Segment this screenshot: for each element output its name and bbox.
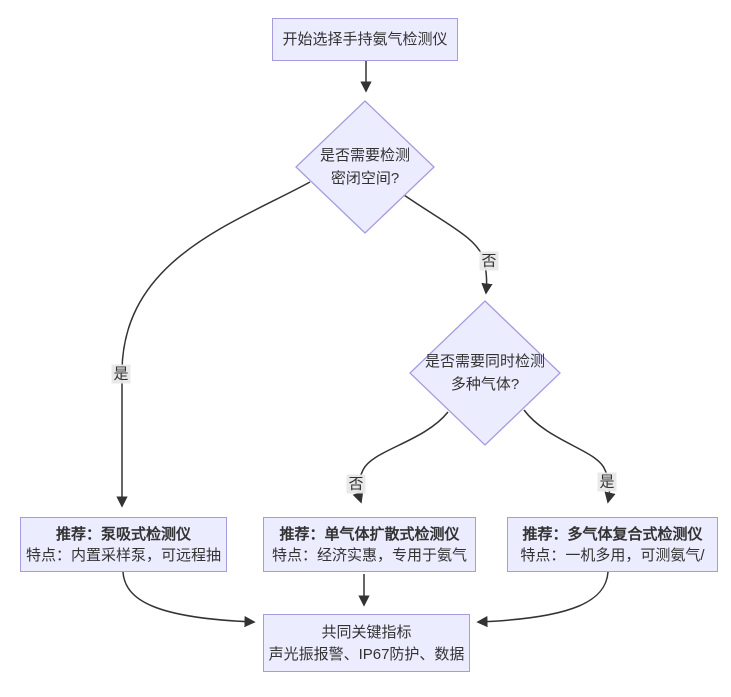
- decision-confined-shape: [295, 100, 435, 234]
- edge-multi-yes-to-composite: [523, 409, 616, 504]
- edge-composite-to-common: [476, 571, 609, 628]
- pump-detector-desc: 特点：内置采样泵，可远程抽: [25, 546, 221, 564]
- decision-confined-line2: 密闭空间?: [330, 170, 400, 187]
- decision-confined-line1: 是否需要检测: [319, 147, 410, 164]
- common-indicators-node: 共同关键指标 声光振报警、IP67防护、数据: [263, 614, 470, 672]
- edge-label-multi-yes: 是: [597, 472, 617, 492]
- single-diffusion-detector-node: 推荐：单气体扩散式检测仪 特点：经济实惠，专用于氨气: [263, 517, 476, 572]
- decision-confined-node: 是否需要检测 密闭空间?: [296, 101, 434, 233]
- pump-detector-node: 推荐：泵吸式检测仪 特点：内置采样泵，可远程抽: [20, 517, 227, 572]
- common-indicators-desc: 声光振报警、IP67防护、数据: [268, 645, 465, 663]
- edge-label-confined-yes: 是: [111, 364, 131, 384]
- single-diffusion-title: 推荐：单气体扩散式检测仪: [279, 525, 460, 543]
- edge-confined-yes-to-pump: [116, 181, 311, 508]
- edge-label-multi-no: 否: [346, 474, 366, 494]
- decision-multi-line1: 是否需要同时检测: [424, 353, 545, 370]
- common-indicators-title: 共同关键指标: [321, 623, 412, 641]
- decision-multi-shape: [409, 300, 561, 446]
- multi-composite-desc: 特点：一机多用，可测氨气/: [520, 546, 705, 564]
- start-node-label: 开始选择手持氨气检测仪: [282, 30, 448, 48]
- single-diffusion-desc: 特点：经济实惠，专用于氨气: [271, 546, 467, 564]
- multi-composite-detector-node: 推荐：多气体复合式检测仪 特点：一机多用，可测氨气/: [507, 517, 718, 572]
- pump-detector-title: 推荐：泵吸式检测仪: [55, 525, 191, 543]
- decision-multi-line2: 多种气体?: [450, 376, 520, 393]
- edge-label-confined-no: 否: [479, 251, 499, 271]
- decision-multi-node: 是否需要同时检测 多种气体?: [410, 301, 560, 445]
- start-node: 开始选择手持氨气检测仪: [272, 18, 458, 61]
- edge-pump-to-common: [122, 571, 256, 628]
- multi-composite-title: 推荐：多气体复合式检测仪: [522, 525, 703, 543]
